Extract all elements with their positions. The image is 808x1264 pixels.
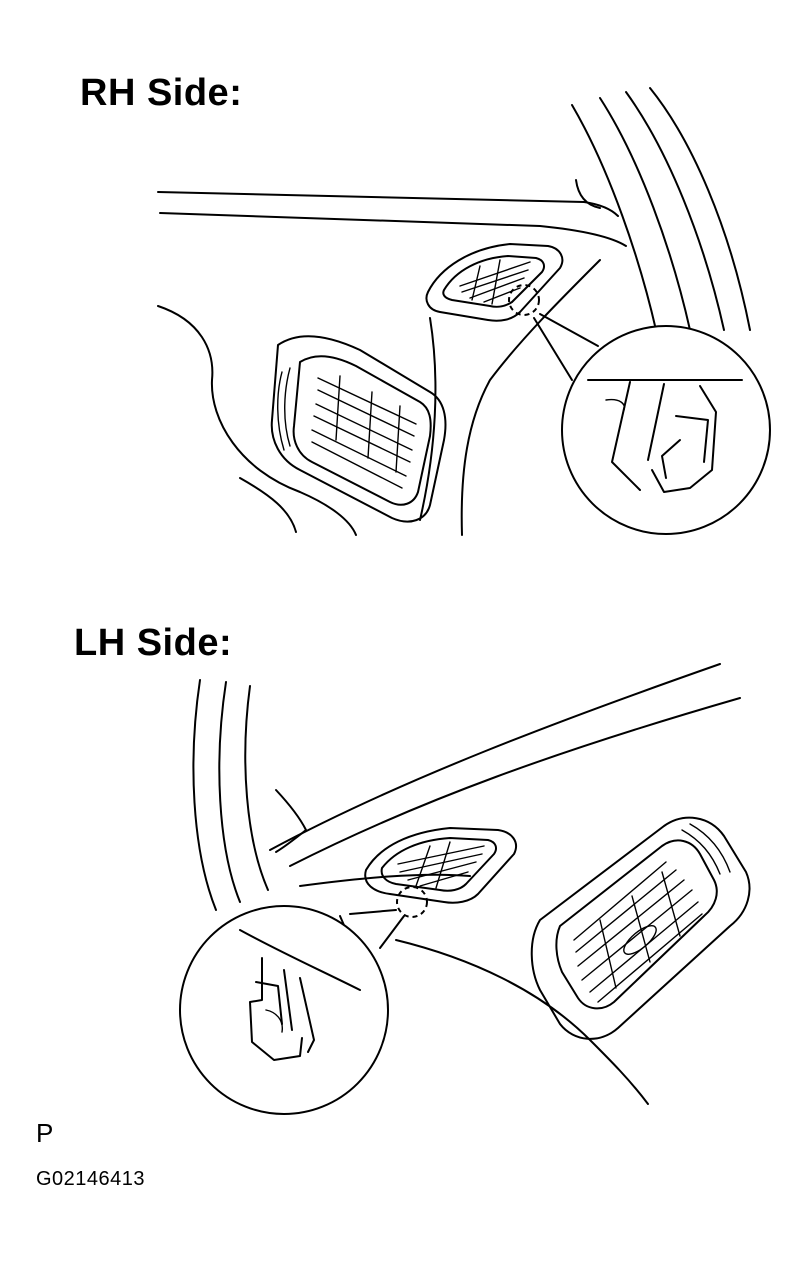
rh-side-illustration	[157, 87, 771, 536]
rh-center-vent	[425, 243, 564, 322]
lh-center-vent	[364, 827, 517, 904]
lh-a-pillar	[192, 679, 307, 911]
rh-clip-location-marker	[508, 284, 540, 316]
lh-clip-detail-magnified	[179, 905, 389, 1115]
rh-side-label: RH Side:	[80, 72, 243, 114]
rh-dashboard-outline	[157, 191, 627, 536]
rh-callout-leader	[533, 313, 599, 381]
lh-dashboard-outline	[269, 663, 741, 1105]
figure-id: G02146413	[36, 1168, 146, 1190]
lh-side-label: LH Side:	[74, 622, 233, 664]
rh-clip-detail-magnified	[561, 325, 771, 535]
lh-side-illustration	[179, 663, 751, 1115]
rh-a-pillar	[571, 87, 751, 331]
footer-code-letter: P	[36, 1118, 54, 1148]
lh-clip-location-marker	[396, 886, 428, 918]
lh-callout-leader	[349, 909, 405, 949]
lh-side-vent	[530, 816, 751, 1040]
rh-side-vent	[270, 335, 447, 523]
